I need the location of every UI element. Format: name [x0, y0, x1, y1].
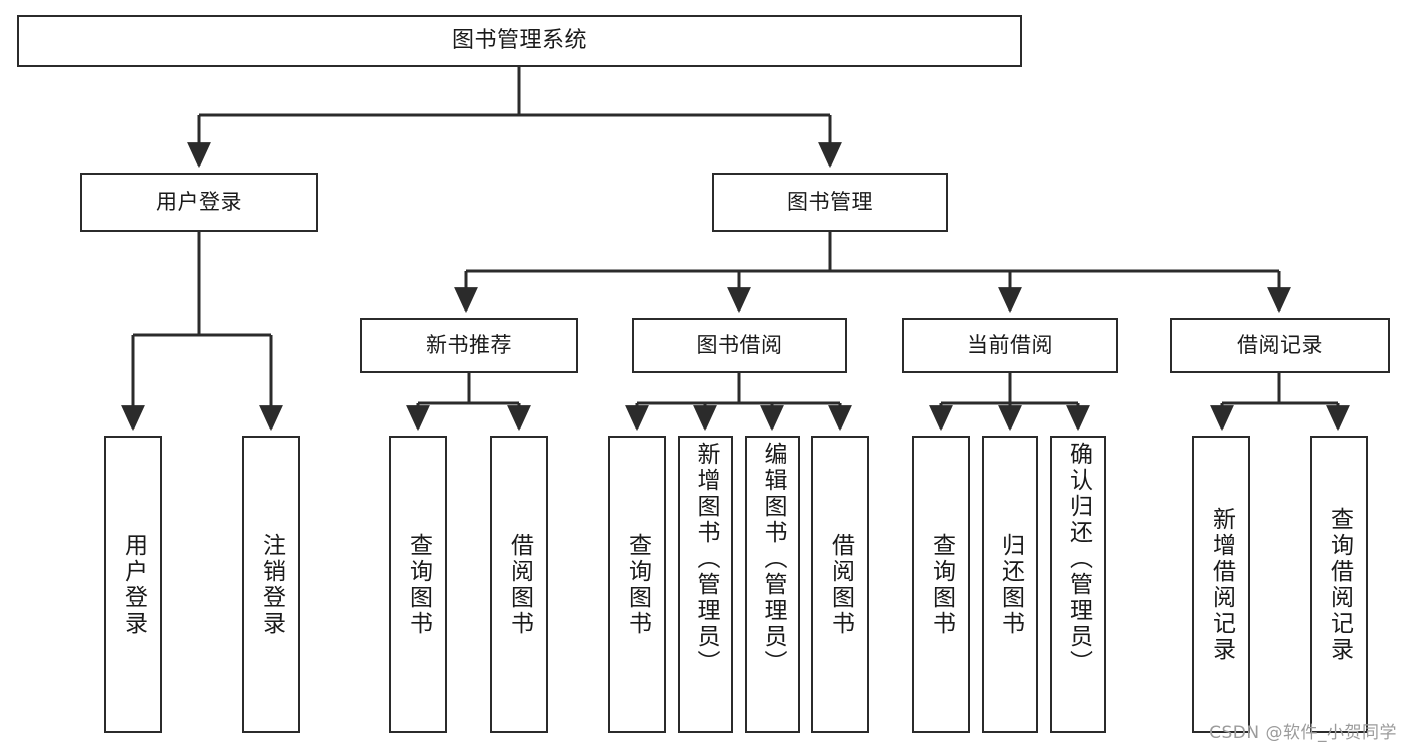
leaf-borrow-book[interactable]: 借阅图书 [811, 436, 869, 733]
node-label: 图书借阅 [696, 332, 783, 357]
leaf-query-book-recommend[interactable]: 查询图书 [389, 436, 447, 733]
csdn-watermark: CSDN @软件_小贺同学 [1209, 723, 1397, 743]
leaf-edit-book-admin[interactable]: 编辑图书（管理员） [745, 436, 800, 733]
leaf-add-borrow-record[interactable]: 新增借阅记录 [1192, 436, 1250, 733]
node-label: 用户登录 [156, 189, 242, 214]
leaf-query-borrow-record[interactable]: 查询借阅记录 [1310, 436, 1368, 733]
node-label: 查询图书 [928, 532, 955, 637]
node-user-login[interactable]: 用户登录 [80, 173, 318, 232]
node-label: 新增图书（管理员） [693, 442, 719, 676]
node-label: 注销登录 [258, 532, 285, 637]
node-label: 查询图书 [405, 532, 432, 637]
node-borrow-record[interactable]: 借阅记录 [1170, 318, 1390, 373]
node-label: 借阅记录 [1237, 332, 1323, 357]
node-label: 确认归还（管理员） [1065, 442, 1092, 676]
leaf-query-book-borrow[interactable]: 查询图书 [608, 436, 666, 733]
node-book-management[interactable]: 图书管理 [712, 173, 948, 232]
leaf-borrow-book-recommend[interactable]: 借阅图书 [490, 436, 548, 733]
node-current-borrow[interactable]: 当前借阅 [902, 318, 1118, 373]
node-label: 当前借阅 [967, 332, 1053, 357]
leaf-user-login[interactable]: 用户登录 [104, 436, 162, 733]
node-book-management-system[interactable]: 图书管理系统 [17, 15, 1022, 67]
node-label: 查询图书 [624, 532, 651, 637]
leaf-add-book-admin[interactable]: 新增图书（管理员） [678, 436, 733, 733]
node-label: 新增借阅记录 [1208, 506, 1235, 663]
node-label: 归还图书 [997, 532, 1024, 637]
node-label: 借阅图书 [827, 532, 854, 637]
node-book-borrow[interactable]: 图书借阅 [632, 318, 847, 373]
leaf-confirm-return-admin[interactable]: 确认归还（管理员） [1050, 436, 1106, 733]
node-label: 图书管理系统 [451, 27, 587, 53]
leaf-return-book[interactable]: 归还图书 [982, 436, 1038, 733]
leaf-logout-login[interactable]: 注销登录 [242, 436, 300, 733]
leaf-query-book-current[interactable]: 查询图书 [912, 436, 970, 733]
node-label: 图书管理 [787, 189, 873, 214]
node-label: 查询借阅记录 [1326, 506, 1353, 663]
node-label: 编辑图书（管理员） [760, 442, 786, 676]
node-label: 新书推荐 [426, 332, 512, 357]
node-new-book-recommend[interactable]: 新书推荐 [360, 318, 578, 373]
node-label: 用户登录 [120, 532, 147, 637]
node-label: 借阅图书 [506, 532, 533, 637]
